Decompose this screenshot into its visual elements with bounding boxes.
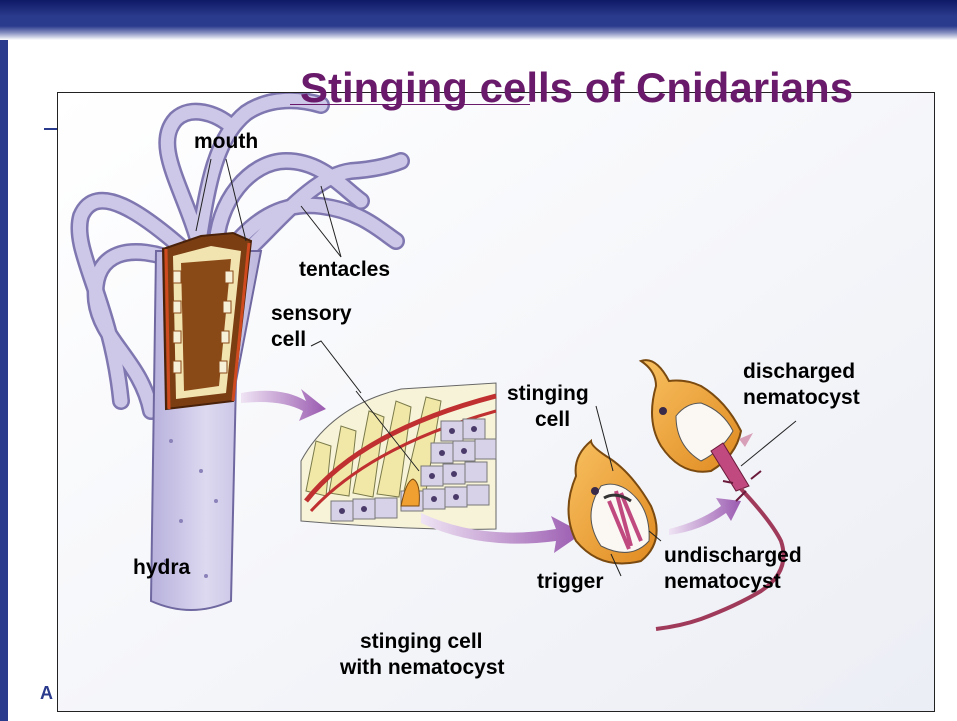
- footer-text: A: [40, 683, 53, 704]
- title-bar: [0, 0, 957, 40]
- label-trigger: trigger: [537, 571, 604, 593]
- label-sensory-cell-line1: sensory: [271, 303, 352, 325]
- slide-left-border: [0, 40, 8, 721]
- label-discharged-line2: nematocyst: [743, 387, 860, 409]
- caption-line2: with nematocyst: [340, 657, 505, 679]
- diagram-panel: mouth tentacles sensory cell stinging ce…: [57, 92, 935, 712]
- label-stinging-cell-line2: cell: [535, 409, 570, 431]
- label-undischarged-line2: nematocyst: [664, 571, 781, 593]
- page-title: Stinging cells of Cnidarians: [300, 62, 955, 122]
- label-tentacles: tentacles: [299, 259, 390, 281]
- label-sensory-cell-line2: cell: [271, 329, 306, 351]
- label-hydra: hydra: [133, 557, 190, 579]
- caption-line1: stinging cell: [360, 631, 483, 653]
- label-stinging-cell-line1: stinging: [507, 383, 589, 405]
- label-discharged-line1: discharged: [743, 361, 855, 383]
- label-undischarged-line1: undischarged: [664, 545, 802, 567]
- label-mouth: mouth: [194, 131, 258, 153]
